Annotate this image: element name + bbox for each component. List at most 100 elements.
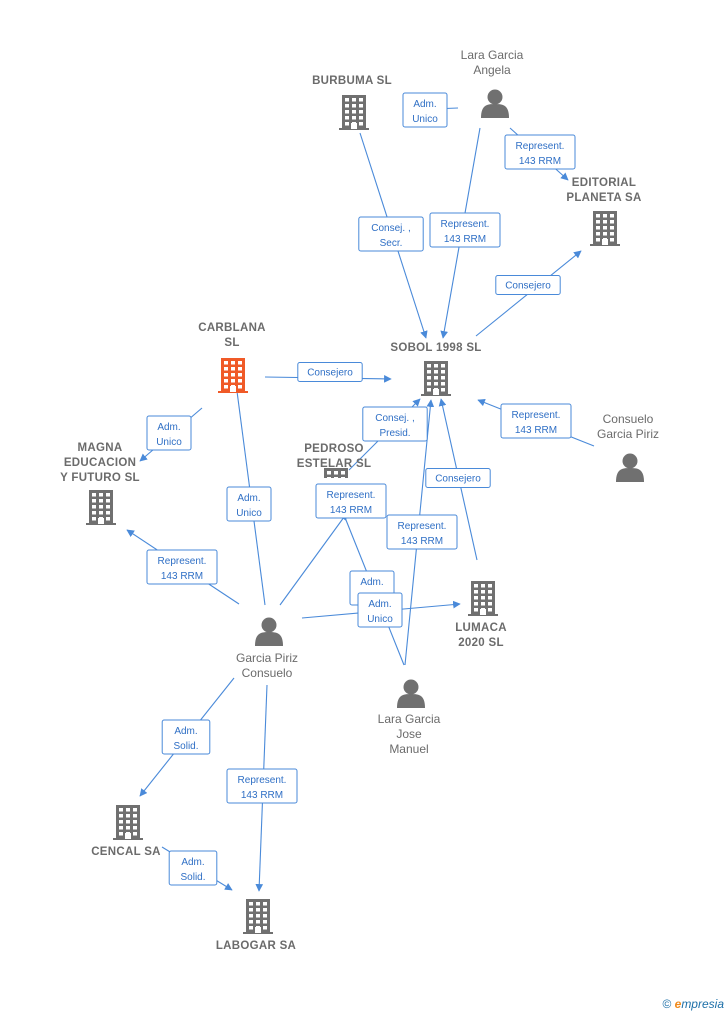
edge-label[interactable]: Adm. Unico [146, 415, 192, 451]
node-label-line: Y FUTURO SL [60, 472, 140, 484]
node-label-line: Lara Garcia [378, 712, 441, 726]
edge-label-text: 143 RRM [515, 425, 557, 436]
node-label-line: CENCAL SA [91, 846, 161, 858]
edge-label[interactable]: Consejero [425, 468, 491, 488]
edge-label-text: Represent. [327, 490, 376, 501]
node-sobol[interactable]: SOBOL 1998 SL [390, 342, 481, 396]
node-label-line: Angela [473, 63, 511, 77]
edge-label-text: Represent. [512, 410, 561, 421]
edge-label-text: Adm. [368, 599, 391, 610]
brand-initial: e [674, 997, 682, 1011]
building-icon [324, 468, 348, 478]
node-label-line: EDITORIAL [572, 177, 636, 189]
node-labogar[interactable]: LABOGAR SA [216, 899, 296, 952]
building-icon [86, 490, 116, 525]
edge-label-box [226, 486, 272, 522]
edge-label[interactable]: Consejero [495, 275, 561, 295]
node-editorial[interactable]: EDITORIAL PLANETA SA [566, 177, 641, 246]
edge-label[interactable]: Represent. 143 RRM [500, 403, 572, 439]
node-label-line: Consuelo [242, 666, 293, 680]
edge-label-box [429, 212, 501, 248]
node-label-line: EDUCACION [64, 457, 136, 469]
building-icon [339, 95, 369, 130]
edge-label-text: Adm. [360, 577, 383, 588]
edge-label[interactable]: Adm.Unico [226, 486, 272, 522]
edge-label[interactable]: Represent. 143 RRM [429, 212, 501, 248]
edge-garcia-consuelo-to-pedroso [279, 512, 348, 606]
edge-label-text: 143 RRM [401, 536, 443, 547]
node-label-line: BURBUMA SL [312, 75, 392, 87]
copyright-icon: © [662, 997, 672, 1011]
footer-brand[interactable]: © empresia [662, 997, 724, 1011]
edge-label-box [357, 592, 403, 628]
edge-label-text: Represent. [516, 141, 565, 152]
edge-label-text: Adm. [157, 422, 180, 433]
edge-label-text: Unico [367, 614, 393, 625]
person-icon [481, 89, 509, 118]
building-icon [113, 805, 143, 840]
edge-label[interactable]: Consej. ,Secr. [358, 216, 424, 252]
edge-label-box [315, 483, 387, 519]
edge-label[interactable]: Adm.Solid. [161, 719, 211, 755]
edge-label-text: Solid. [180, 872, 205, 883]
node-burbuma[interactable]: BURBUMA SL [312, 75, 392, 130]
edge-label[interactable]: Adm. Solid. [168, 850, 218, 886]
edge-label-text: 143 RRM [444, 234, 486, 245]
edge-label[interactable]: Adm.Unico [402, 92, 448, 128]
node-label-line: Lara Garcia [461, 48, 524, 62]
node-label-line: Garcia Piriz [236, 651, 298, 665]
edge-label-text: Consejero [307, 368, 353, 379]
person-icon [255, 617, 283, 646]
node-label-line: 2020 SL [458, 637, 504, 649]
node-label-line: Jose [396, 727, 422, 741]
node-label-line: Garcia Piriz [597, 427, 659, 441]
edge-label-text: Solid. [173, 741, 198, 752]
edge-label-box [504, 134, 576, 170]
edge-label-box [386, 514, 458, 550]
node-lumaca[interactable]: LUMACA 2020 SL [455, 581, 507, 649]
edge-label-box [425, 468, 491, 488]
edge-label[interactable]: Represent.143 RRM [504, 134, 576, 170]
node-label-line: ESTELAR SL [297, 458, 372, 470]
building-icon [421, 361, 451, 396]
edge-label[interactable]: Represent.143 RRM [315, 483, 387, 519]
node-label-line: CARBLANA [198, 322, 266, 334]
edge-label[interactable]: Consej. , Presid. [362, 406, 428, 442]
building-icon [590, 211, 620, 246]
edge-label-text: Represent. [158, 556, 207, 567]
edge-label-box [358, 216, 424, 252]
building-icon [468, 581, 498, 616]
brand-name: mpresia [681, 997, 724, 1011]
edge-label-text: Unico [412, 114, 438, 125]
edge-label[interactable]: Consejero [297, 362, 363, 382]
edge-label[interactable]: Adm. Unico [357, 592, 403, 628]
node-label-line: LUMACA [455, 622, 507, 634]
edge-label[interactable]: Represent.143 RRM [386, 514, 458, 550]
node-cencal[interactable]: CENCAL SA [91, 805, 161, 858]
edge-label-text: Unico [156, 437, 182, 448]
edge-label-box [226, 768, 298, 804]
edge-label-box [161, 719, 211, 755]
edge-label-text: Unico [236, 508, 262, 519]
edge-label-box [495, 275, 561, 295]
edge-label-text: Represent. [441, 219, 490, 230]
node-label-line: PLANETA SA [566, 192, 641, 204]
edge-label-box [362, 406, 428, 442]
edge-label-box [146, 415, 192, 451]
edge-label-text: Consej. , [375, 413, 414, 424]
edge-label[interactable]: Represent.143 RRM [146, 549, 218, 585]
edge-label-text: Adm. [181, 857, 204, 868]
edge-label-text: Presid. [379, 428, 410, 439]
edge-label-box [402, 92, 448, 128]
edge-label[interactable]: Represent.143 RRM [226, 768, 298, 804]
edge-label-text: Consejero [505, 281, 551, 292]
